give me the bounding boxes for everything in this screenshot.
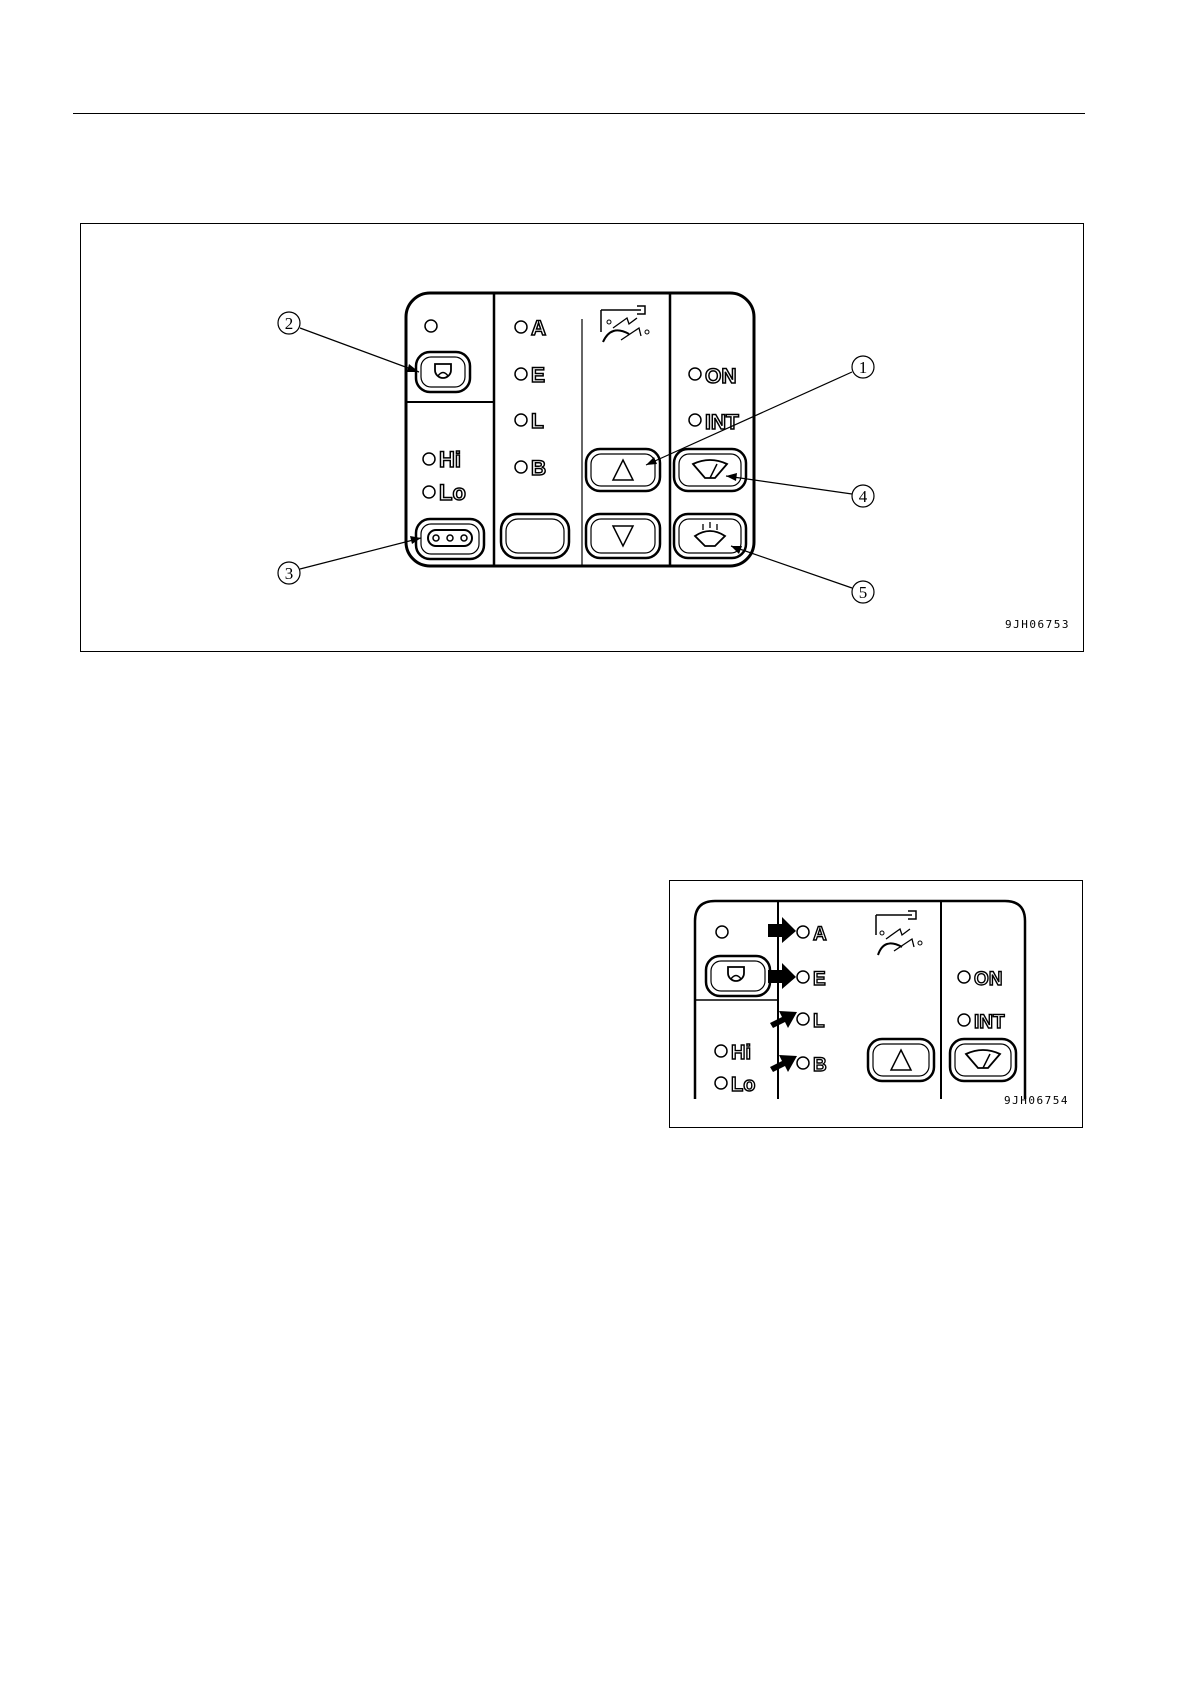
travel-lo-label: Lo <box>439 480 466 505</box>
svg-text:2: 2 <box>285 314 294 333</box>
mode-e-lamp <box>797 971 809 983</box>
wiper-on-label: ON <box>974 969 1003 990</box>
travel-lo-lamp <box>715 1077 727 1089</box>
travel-hi-label: Hi <box>731 1042 751 1064</box>
mode-a-label: A <box>531 317 546 340</box>
mode-e-label: E <box>531 364 545 387</box>
mode-a-lamp <box>797 926 809 938</box>
wiper-on-label: ON <box>705 365 737 388</box>
arrow-icon-e <box>768 963 796 989</box>
monitor-panel-diagram: Hi Lo A E L B <box>81 224 1083 651</box>
working-mode-select-icon <box>876 911 922 955</box>
callout-5: 5 <box>731 546 874 603</box>
monitor-panel-figure: Hi Lo A E L B <box>80 223 1084 652</box>
wiper-int-label: INT <box>974 1012 1005 1033</box>
mode-indicator-diagram: Hi Lo A E L B ON <box>670 881 1082 1127</box>
svg-text:3: 3 <box>285 564 294 583</box>
callout-3: 3 <box>278 536 421 584</box>
mode-l-label: L <box>813 1011 825 1032</box>
travel-speed-button[interactable] <box>416 519 484 559</box>
arrow-icon-b <box>770 1055 797 1072</box>
figure-code: 9JH06753 <box>1005 618 1070 631</box>
mode-down-button[interactable] <box>586 514 660 558</box>
wiper-int-lamp <box>958 1014 970 1026</box>
svg-text:1: 1 <box>859 358 868 377</box>
callout-2: 2 <box>278 312 419 372</box>
washer-button[interactable] <box>674 514 746 558</box>
figure-code: 9JH06754 <box>1004 1094 1069 1107</box>
working-mode-button[interactable] <box>706 956 770 996</box>
mode-e-label: E <box>813 969 826 990</box>
svg-text:4: 4 <box>859 487 868 506</box>
working-mode-button[interactable] <box>416 352 470 392</box>
mode-b-lamp <box>797 1057 809 1069</box>
mode-b-label: B <box>531 457 546 480</box>
wiper-on-lamp <box>958 971 970 983</box>
arrow-icon-a <box>768 917 796 943</box>
mode-up-button[interactable] <box>868 1039 934 1081</box>
mode-a-label: A <box>813 924 827 945</box>
working-mode-lamp <box>716 926 728 938</box>
svg-text:5: 5 <box>859 583 868 602</box>
travel-hi-label: Hi <box>439 447 461 472</box>
header-rule <box>73 113 1085 114</box>
mode-up-button[interactable] <box>586 449 660 491</box>
mode-l-label: L <box>531 410 544 433</box>
travel-lo-label: Lo <box>731 1074 755 1096</box>
wiper-button[interactable] <box>674 449 746 491</box>
wiper-button[interactable] <box>950 1039 1016 1081</box>
mode-l-lamp <box>797 1013 809 1025</box>
arrow-icon-l <box>770 1011 797 1028</box>
mode-b-label: B <box>813 1055 827 1076</box>
travel-hi-lamp <box>715 1045 727 1057</box>
mode-indicator-figure: Hi Lo A E L B ON <box>669 880 1083 1128</box>
